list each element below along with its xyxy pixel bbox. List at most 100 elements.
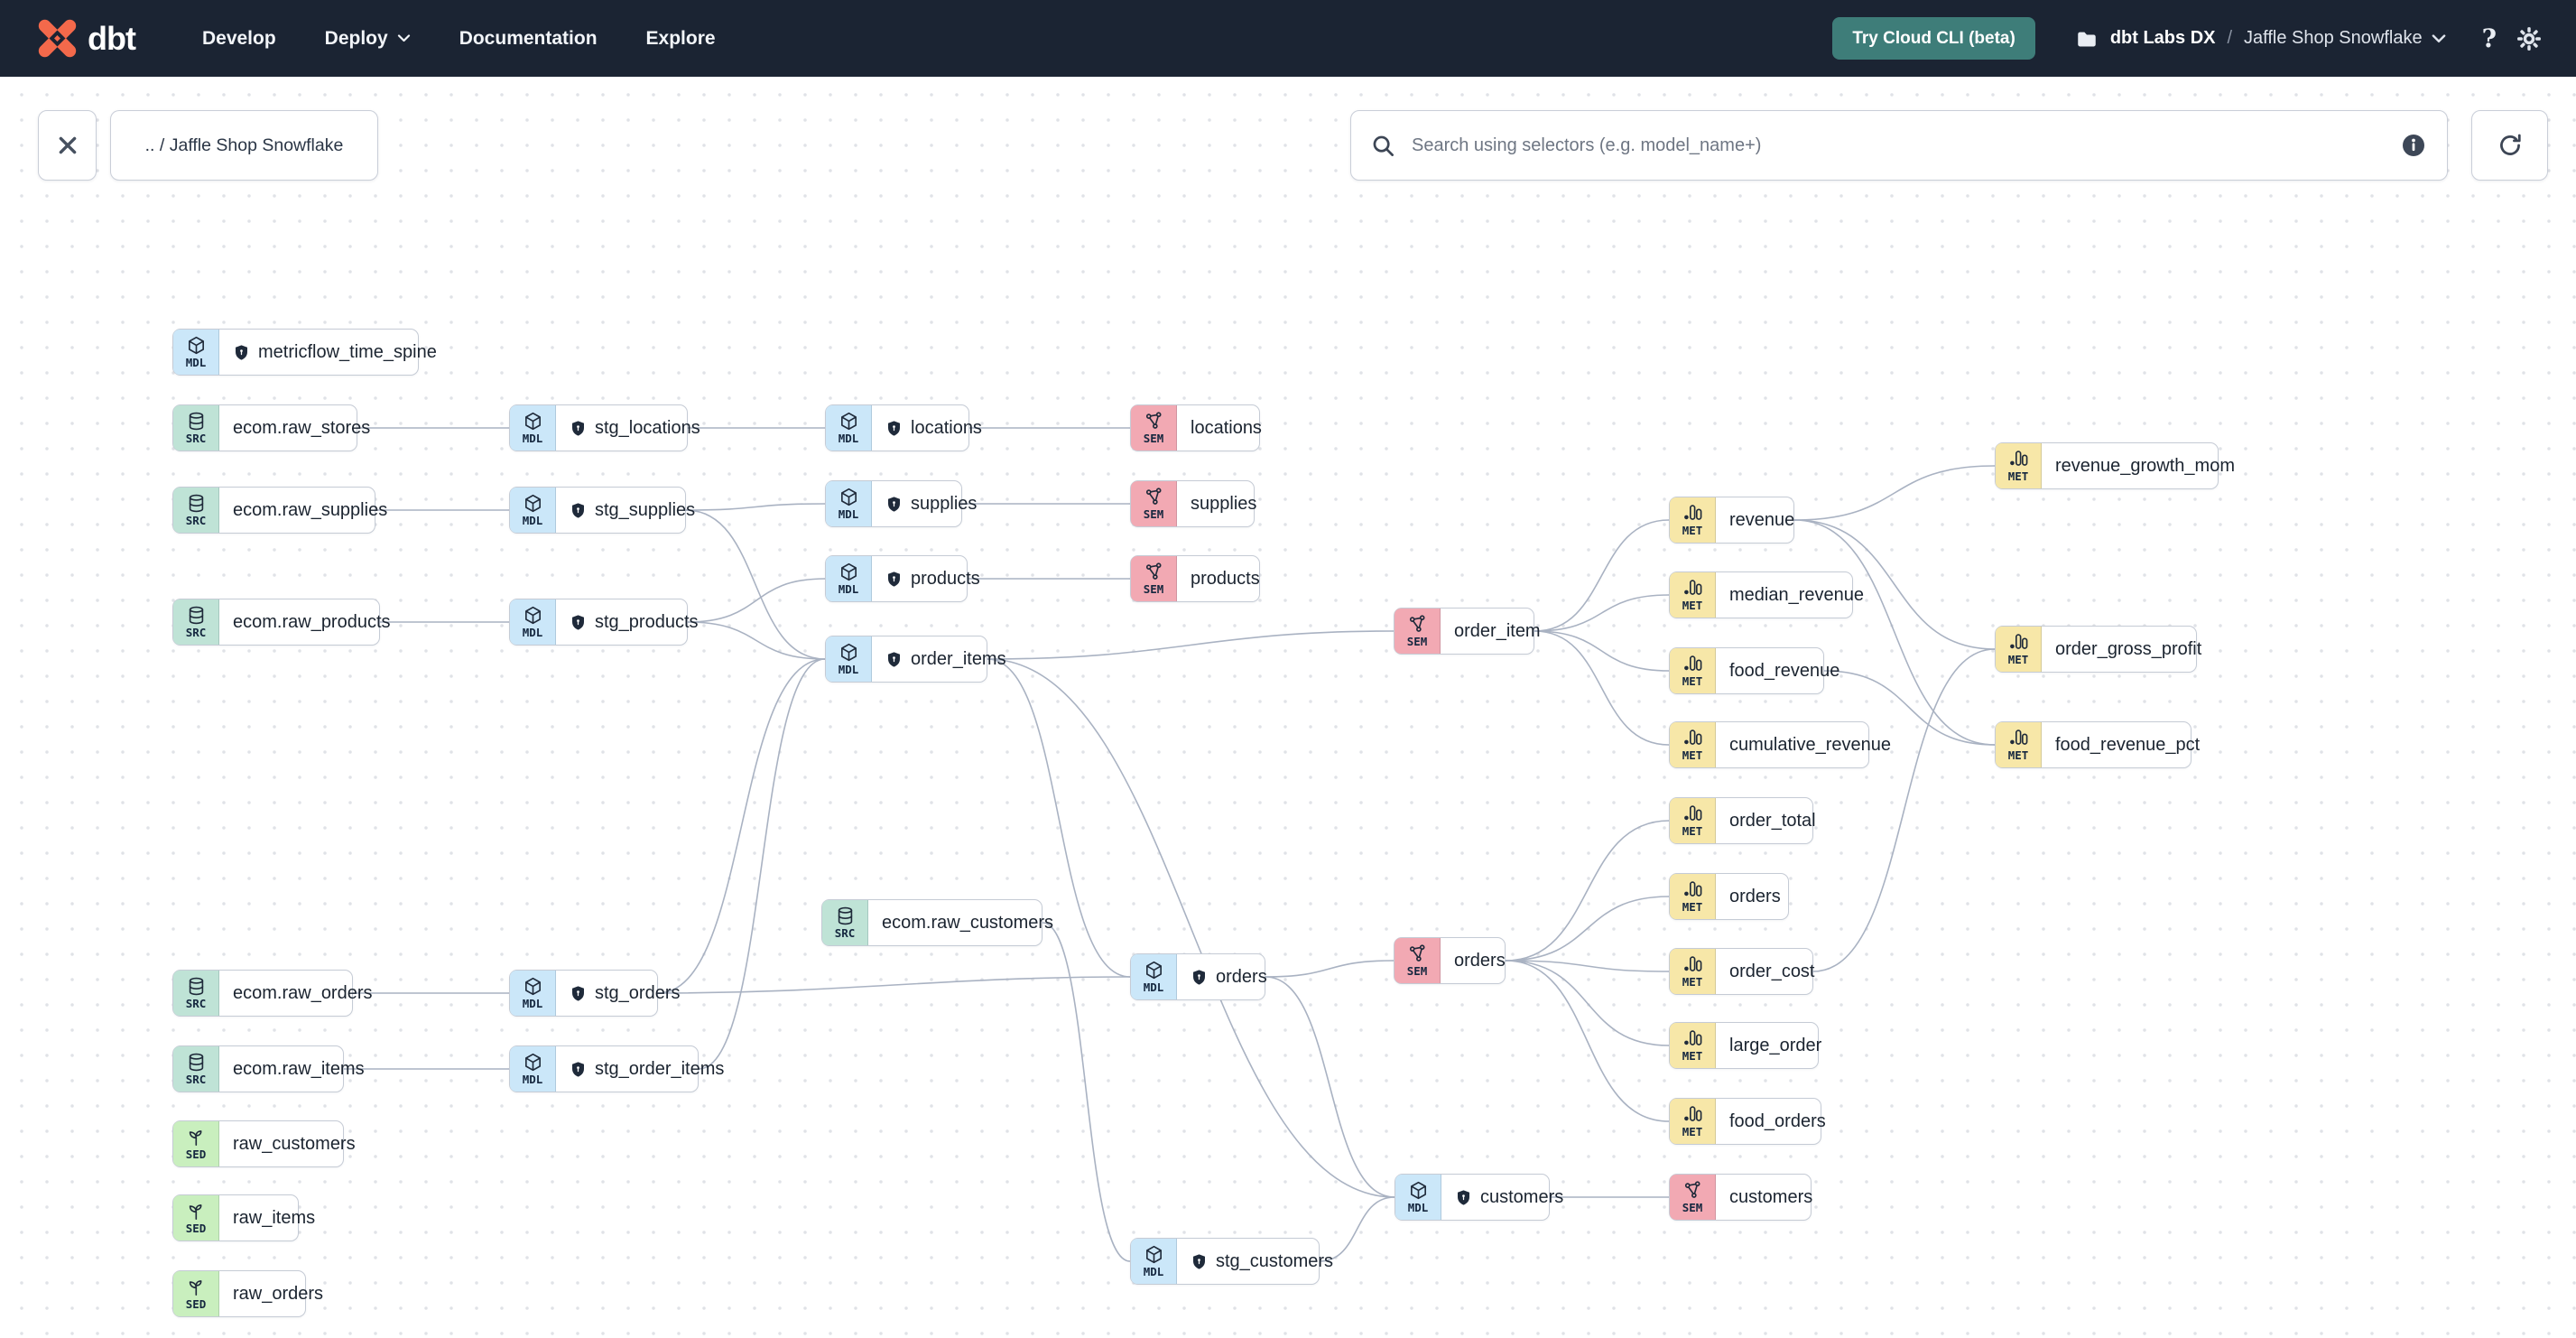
node-body: locations <box>872 405 998 451</box>
node-body: orders <box>1441 938 1522 983</box>
search-bar[interactable] <box>1350 110 2448 181</box>
node-type-section: SEM <box>1131 405 1177 451</box>
edge-order_item_sem-cumulative_revenue <box>1534 630 1670 746</box>
node-label: order_total <box>1729 810 1816 831</box>
node-type-section: MET <box>1670 874 1716 919</box>
node-type-badge: MDL <box>838 507 859 522</box>
edge-stg_products-order_items <box>687 621 826 660</box>
node-body: ecom.raw_customers <box>868 900 1070 945</box>
edge-orders_mdl-orders_sem <box>1265 960 1395 978</box>
edge-revenue-revenue_growth_mom <box>1793 465 1996 521</box>
node-type-badge: MET <box>1682 674 1703 689</box>
edge-order_items-orders_mdl <box>987 658 1131 978</box>
node-type-section: MET <box>1670 722 1716 767</box>
node-type-section: SED <box>173 1271 219 1316</box>
node-type-section: SEM <box>1395 938 1441 983</box>
node-label: supplies <box>1191 493 1257 514</box>
info-icon[interactable] <box>2400 132 2427 159</box>
node-body: products <box>1177 556 1276 601</box>
model-cube-icon <box>186 335 207 356</box>
breadcrumb[interactable]: .. / Jaffle Shop Snowflake <box>110 110 378 181</box>
node-label: raw_items <box>233 1207 316 1228</box>
node-type-badge: SED <box>185 1297 207 1312</box>
dbt-logo[interactable]: dbt <box>36 17 136 60</box>
node-body: food_revenue <box>1716 648 1856 693</box>
model-cube-icon <box>1408 1180 1429 1201</box>
node-label: revenue_growth_mom <box>2055 455 2235 476</box>
nav-item-explore[interactable]: Explore <box>646 28 716 50</box>
node-type-badge: SRC <box>185 626 207 640</box>
account-name[interactable]: dbt Labs DX <box>2109 28 2216 48</box>
node-label: order_cost <box>1729 961 1815 981</box>
node-label: ecom.raw_orders <box>233 982 373 1003</box>
nav-item-develop[interactable]: Develop <box>202 28 276 50</box>
edge-order_item_sem-median_revenue <box>1534 594 1670 632</box>
node-type-badge: MDL <box>1143 1265 1164 1279</box>
nav-item-documentation[interactable]: Documentation <box>459 28 598 50</box>
model-cube-icon <box>523 493 543 514</box>
nav-item-deploy[interactable]: Deploy <box>325 28 411 50</box>
metric-bars-icon <box>1682 728 1703 748</box>
try-cloud-cli-button[interactable]: Try Cloud CLI (beta) <box>1832 17 2035 60</box>
node-type-section: MDL <box>510 599 556 645</box>
gear-icon[interactable] <box>2516 26 2542 51</box>
node-type-section: MDL <box>1131 954 1177 999</box>
node-type-section: MDL <box>510 1046 556 1092</box>
node-type-section: MET <box>1670 572 1716 618</box>
shield-icon <box>570 985 587 1002</box>
metric-bars-icon <box>2008 632 2029 653</box>
help-icon[interactable]: ? <box>2481 23 2497 53</box>
project-selector[interactable]: Jaffle Shop Snowflake <box>2244 28 2446 49</box>
close-button[interactable] <box>38 110 97 181</box>
lineage-canvas[interactable]: .. / Jaffle Shop Snowflake MDLmetricflow… <box>0 77 2576 1338</box>
semantic-model-icon <box>1144 562 1164 582</box>
search-icon <box>1373 135 1394 156</box>
node-type-section: MDL <box>826 636 872 682</box>
edge-orders_mdl-customers_mdl <box>1265 976 1395 1198</box>
search-input[interactable] <box>1410 134 2386 157</box>
node-body: order_items <box>872 636 1023 682</box>
refresh-button[interactable] <box>2471 110 2548 181</box>
edge-stg_products-products_mdl <box>687 578 826 623</box>
